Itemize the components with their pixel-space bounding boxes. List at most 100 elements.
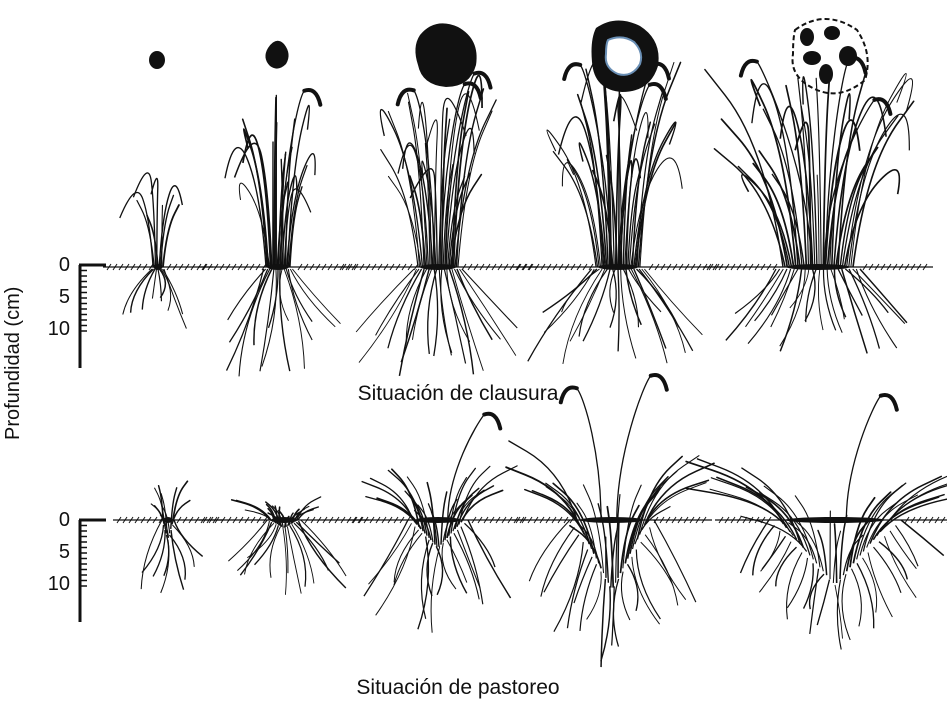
root-stroke bbox=[863, 558, 877, 613]
leaf-blade bbox=[618, 519, 619, 578]
root-stroke bbox=[401, 269, 429, 362]
root-stroke bbox=[454, 533, 479, 599]
root-stroke bbox=[461, 527, 483, 605]
root-stroke bbox=[852, 569, 862, 627]
root-stroke bbox=[262, 269, 276, 366]
root-stroke bbox=[618, 269, 619, 351]
seed-head bbox=[564, 64, 580, 79]
root-stroke bbox=[541, 527, 575, 596]
tick-label-bottom-10: 10 bbox=[40, 573, 70, 596]
root-stroke bbox=[644, 269, 702, 335]
plants-layer bbox=[103, 58, 947, 667]
leaf-blade bbox=[835, 524, 837, 583]
tick-label-bottom-5: 5 bbox=[40, 541, 70, 564]
root-stroke bbox=[359, 269, 417, 363]
leaf-blade bbox=[159, 186, 182, 267]
leaf-blade bbox=[722, 119, 788, 267]
leaf-blade bbox=[686, 462, 786, 528]
root-stroke bbox=[627, 564, 637, 611]
root-stroke bbox=[174, 520, 203, 556]
plant-crown bbox=[786, 517, 885, 523]
cross-section-5-clump bbox=[803, 51, 821, 65]
leaf-blade bbox=[232, 500, 270, 520]
plant-crown bbox=[416, 517, 461, 523]
flower-stem bbox=[577, 388, 601, 520]
flower-stem bbox=[846, 396, 880, 520]
root-stroke bbox=[229, 269, 267, 342]
leaf-blade bbox=[686, 488, 780, 520]
caption-pastoreo: Situación de pastoreo bbox=[258, 676, 658, 700]
root-stroke bbox=[879, 542, 907, 580]
plant-sketch-8 bbox=[348, 414, 528, 633]
root-stroke bbox=[441, 269, 452, 353]
cross-section-1 bbox=[149, 51, 165, 69]
plant-sketch-2 bbox=[198, 90, 358, 376]
root-stroke bbox=[745, 269, 783, 327]
seed-head bbox=[484, 414, 500, 429]
root-stroke bbox=[228, 520, 267, 561]
root-stroke bbox=[837, 580, 841, 650]
leaf-blade bbox=[547, 130, 596, 267]
root-stroke bbox=[610, 269, 616, 328]
leaf-blade bbox=[795, 496, 820, 567]
root-stroke bbox=[776, 547, 797, 586]
plant-sketch-7 bbox=[199, 497, 369, 595]
cross-section-5-clump bbox=[819, 64, 833, 84]
tick-label-top-5: 5 bbox=[40, 286, 70, 309]
root-stroke bbox=[431, 546, 440, 632]
plant-crown bbox=[154, 264, 163, 270]
root-stroke bbox=[529, 520, 570, 581]
seed-head bbox=[650, 84, 666, 99]
root-stroke bbox=[406, 269, 426, 343]
plant-crown bbox=[787, 264, 850, 270]
root-stroke bbox=[632, 557, 660, 624]
leaf-blade bbox=[817, 175, 819, 267]
plant-sketch-5 bbox=[703, 58, 933, 354]
root-stroke bbox=[817, 580, 829, 626]
root-stroke bbox=[761, 531, 780, 571]
caption-clausura: Situación de clausura bbox=[258, 382, 658, 406]
root-stroke bbox=[292, 269, 340, 324]
cross-section-3 bbox=[415, 23, 476, 87]
leaf-blade bbox=[840, 515, 847, 579]
root-stroke bbox=[587, 572, 602, 620]
leaf-blade bbox=[163, 205, 179, 267]
depth-scale-bottom bbox=[79, 520, 106, 622]
cross-section-5-clump bbox=[824, 26, 840, 40]
plant-crown bbox=[581, 517, 644, 523]
root-stroke bbox=[636, 269, 678, 327]
leaf-blade bbox=[225, 148, 266, 267]
plant-crown bbox=[271, 517, 296, 523]
leaf-blade bbox=[638, 62, 680, 267]
root-stroke bbox=[364, 520, 408, 596]
depth-scales bbox=[79, 265, 106, 622]
root-stroke bbox=[580, 564, 597, 631]
plant-sketch-3 bbox=[338, 73, 538, 376]
leaf-blade bbox=[853, 101, 914, 267]
tick-label-bottom-0: 0 bbox=[40, 509, 70, 532]
plant-crown bbox=[164, 517, 173, 523]
root-stroke bbox=[885, 536, 917, 597]
root-stroke bbox=[650, 527, 686, 599]
root-stroke bbox=[161, 540, 169, 593]
tick-label-top-10: 10 bbox=[40, 318, 70, 341]
root-stroke bbox=[868, 553, 892, 617]
root-stroke bbox=[418, 536, 429, 629]
root-stroke bbox=[142, 525, 164, 573]
seed-head bbox=[741, 61, 757, 76]
plant-crown bbox=[420, 264, 456, 270]
root-stroke bbox=[468, 520, 511, 598]
plant-crown bbox=[598, 264, 638, 270]
root-stroke bbox=[780, 269, 805, 346]
cross-section-4-hollow bbox=[606, 37, 641, 74]
root-stroke bbox=[227, 269, 264, 371]
root-stroke bbox=[442, 543, 456, 589]
plant-sketch-10 bbox=[686, 395, 947, 650]
root-stroke bbox=[645, 535, 678, 606]
y-axis-label: Profundidad (cm) bbox=[2, 287, 25, 440]
leaf-blade bbox=[710, 489, 793, 536]
root-stroke bbox=[853, 269, 905, 324]
leaf-blade bbox=[162, 205, 163, 267]
depth-scale-top bbox=[79, 265, 106, 368]
